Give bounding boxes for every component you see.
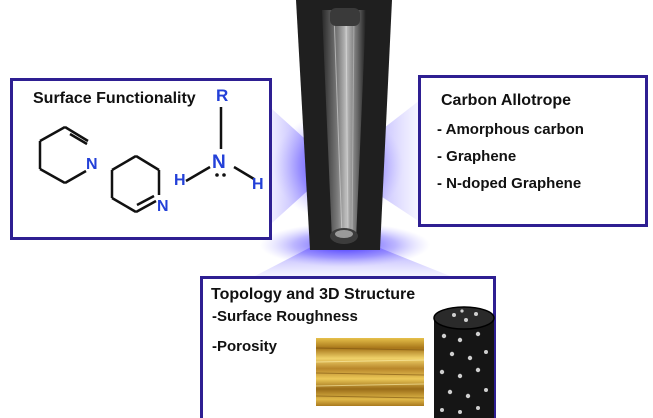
amine-right-bond <box>233 165 255 181</box>
carbon-fiber-electrode <box>296 0 392 250</box>
amine-h-left-label: H <box>174 172 186 189</box>
carbon-allotrope-title: Carbon Allotrope <box>441 92 572 109</box>
tetrahydropyridine-ring-2 <box>110 154 161 214</box>
carbon-allotrope-box <box>418 75 648 227</box>
amine-left-bond <box>185 165 211 183</box>
porous-cylinder <box>433 306 495 418</box>
lone-pair-dot-1 <box>215 173 219 177</box>
amine-h-right-label: H <box>252 176 264 193</box>
ring1-n-label: N <box>86 156 98 173</box>
amine-n-label: N <box>212 152 226 173</box>
fiber-core <box>322 10 366 240</box>
allotrope-item-n-doped-graphene: - N-doped Graphene <box>437 175 582 192</box>
tetrahydropyridine-ring-1 <box>38 125 89 185</box>
amine-r-label: R <box>216 86 228 105</box>
surface-functionality-title: Surface Functionality <box>33 90 196 107</box>
topology-item-surface-roughness: -Surface Roughness <box>212 308 358 325</box>
allotrope-item-graphene: - Graphene <box>437 148 517 165</box>
functionality-structures: N N R N H H <box>38 86 264 215</box>
ring2-n-label: N <box>157 198 169 215</box>
topology-item-porosity: -Porosity <box>212 338 278 355</box>
allotrope-item-amorphous-carbon: - Amorphous carbon <box>437 121 584 138</box>
topology-title: Topology and 3D Structure <box>211 286 416 303</box>
lone-pair-dot-2 <box>222 173 226 177</box>
surface-roughness-image <box>316 338 424 406</box>
